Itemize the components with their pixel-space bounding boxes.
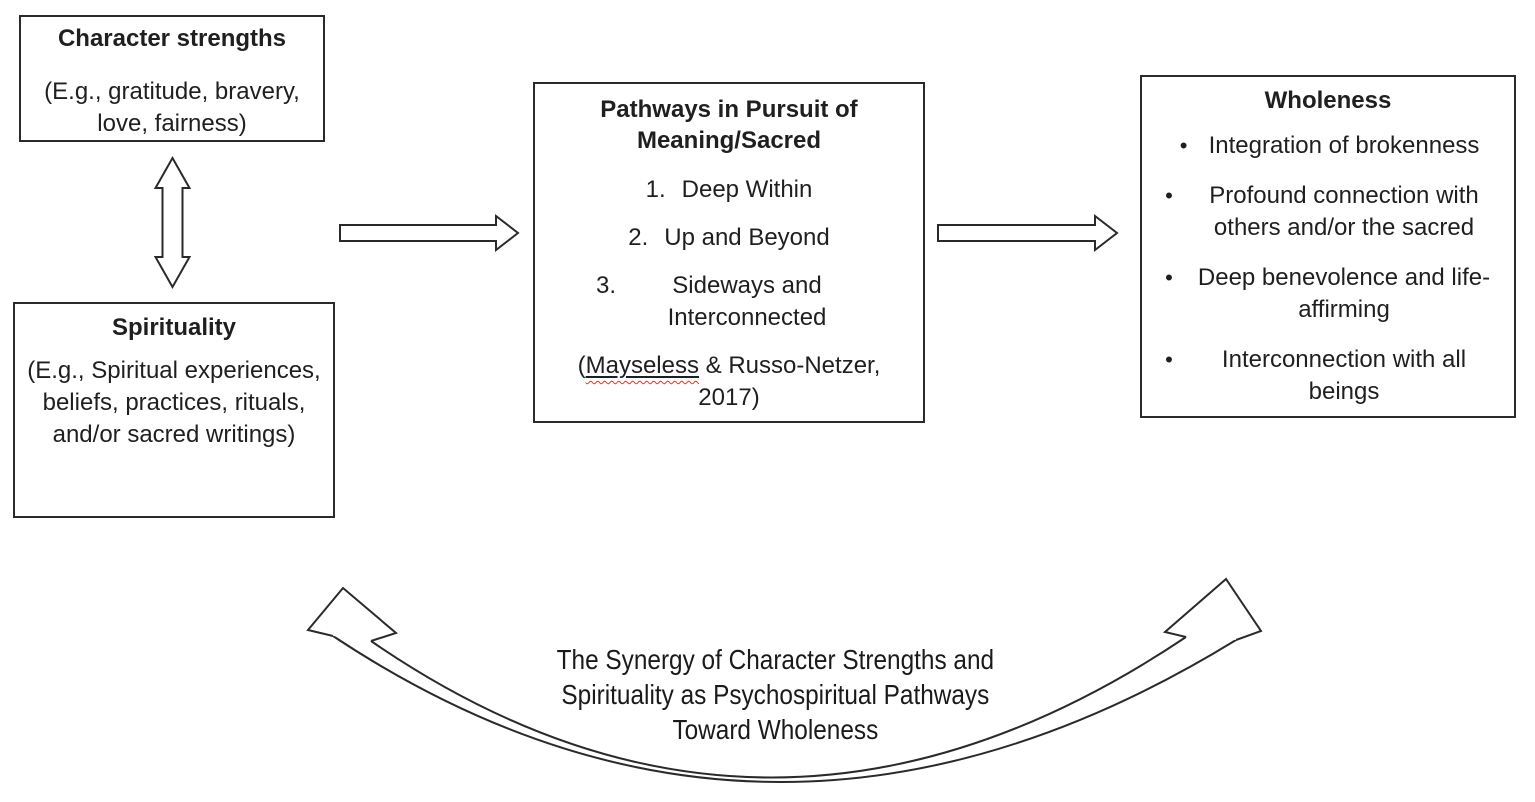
wholeness-list: • Integration of brokenness • Profound c… [1142,130,1514,408]
citation-misspelled-word: Mayseless [586,352,699,379]
double-arrow-vertical-icon [153,155,192,290]
spirituality-title: Spirituality [111,314,237,341]
list-item: 2. Up and Beyond [555,222,903,254]
character-strengths-body: (E.g., gratitude, bravery, love, fairnes… [44,78,300,137]
bullet-icon: • [1165,347,1173,372]
bullet-icon: • [1165,265,1173,290]
citation-line1: (Mayseless & Russo-Netzer, [555,350,903,382]
right-arrow-right-icon [937,213,1119,253]
right-arrow-left-icon [339,213,520,253]
list-item: • Profound connection with others and/or… [1142,180,1514,244]
list-item-text: Up and Beyond [664,224,830,251]
list-item-text: Integration of brokenness [1208,132,1480,159]
list-item: • Deep benevolence and life-affirming [1142,262,1514,326]
bullet-icon: • [1165,183,1173,208]
pathways-list: 1. Deep Within 2. Up and Beyond 3. Sidew… [555,174,903,334]
synergy-caption: The Synergy of Character Strengths and S… [405,642,1145,747]
list-item-text: Deep benevolence and life-affirming [1197,264,1491,323]
wholeness-title: Wholeness [1264,87,1392,114]
list-item: • Interconnection with all beings [1142,344,1514,408]
citation-open-paren: ( [577,352,586,379]
list-item: 3. Sideways and Interconnected [555,270,903,334]
spirituality-box: Spirituality (E.g., Spiritual experience… [13,302,335,518]
list-item-number: 1. [645,176,666,203]
list-item-text: Deep Within [681,176,813,203]
citation-rest: & Russo-Netzer, [698,352,881,379]
caption-line2: Spirituality as Psychospiritual Pathways [561,679,989,710]
list-item-text: Sideways and Interconnected [667,272,827,331]
spirituality-body: (E.g., Spiritual experiences, beliefs, p… [27,357,321,448]
pathways-title: Pathways in Pursuit of Meaning/Sacred [600,96,858,154]
list-item-text: Interconnection with all beings [1221,346,1467,405]
spellcheck-underline: Mayseless [585,352,699,379]
list-item: 1. Deep Within [555,174,903,206]
citation-line2: 2017) [698,384,760,411]
caption-line1: The Synergy of Character Strengths and [556,644,994,675]
list-item-number: 2. [628,224,649,251]
list-item: • Integration of brokenness [1142,130,1514,162]
synergy-caption-text: The Synergy of Character Strengths and S… [556,642,993,747]
list-item-number: 3. [595,272,616,299]
character-strengths-box: Character strengths (E.g., gratitude, br… [19,15,325,142]
character-strengths-title: Character strengths [57,25,287,52]
caption-line3: Toward Wholeness [672,714,878,745]
pathways-box: Pathways in Pursuit of Meaning/Sacred 1.… [533,82,925,423]
bullet-icon: • [1179,133,1188,158]
list-item-text: Profound connection with others and/or t… [1209,182,1479,241]
wholeness-box: Wholeness • Integration of brokenness • … [1140,75,1516,418]
curved-double-arrow-icon [306,577,1263,783]
citation: (Mayseless & Russo-Netzer, 2017) [555,350,903,414]
